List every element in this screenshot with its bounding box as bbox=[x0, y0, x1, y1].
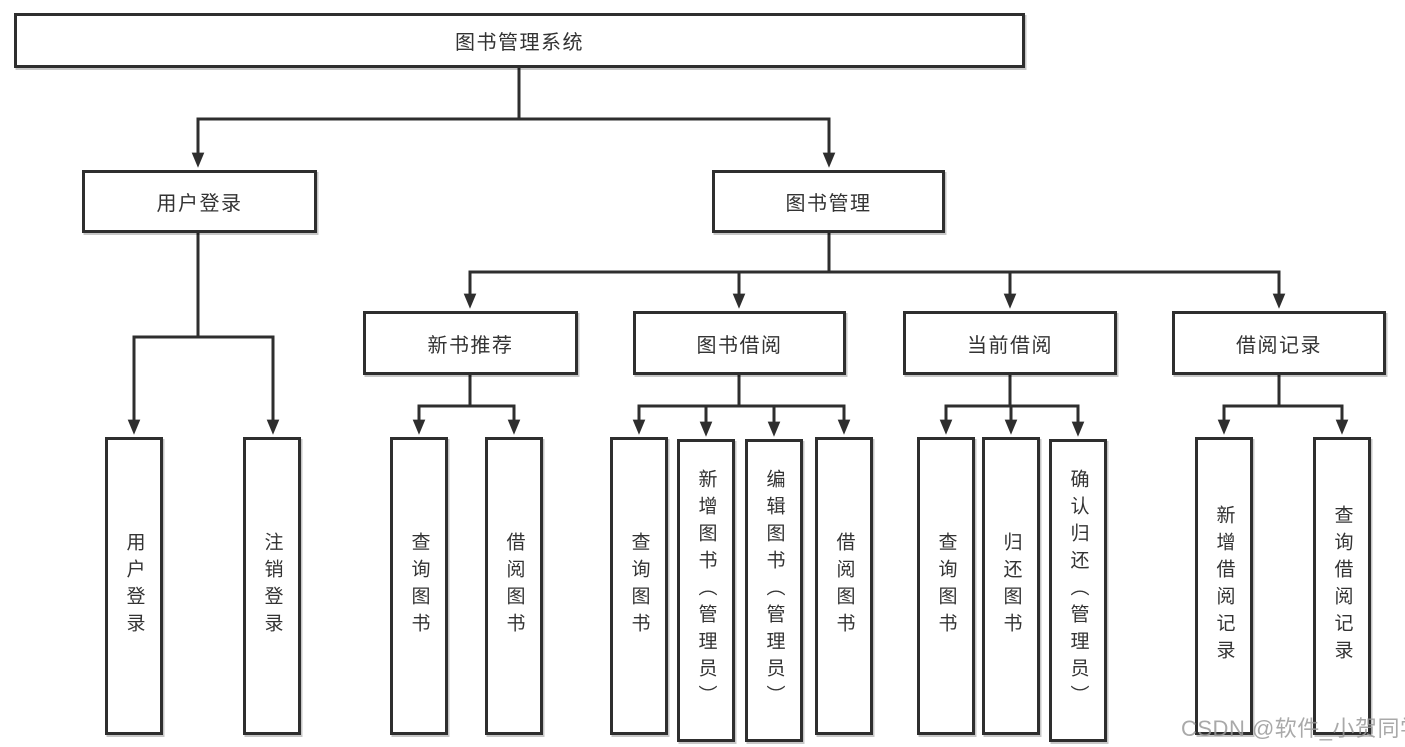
leaf-query-books-borrowing-label: 查询图书 bbox=[628, 532, 650, 640]
leaf-borrow-books-recommend: 借阅图书 bbox=[485, 437, 543, 735]
leaf-confirm-return-admin: 确认归还（管理员） bbox=[1049, 439, 1107, 742]
node-book-borrowing: 图书借阅 bbox=[633, 311, 846, 375]
leaf-add-book-admin: 新增图书（管理员） bbox=[677, 439, 735, 742]
leaf-add-borrow-record: 新增借阅记录 bbox=[1195, 437, 1253, 735]
leaf-logout: 注销登录 bbox=[243, 437, 301, 735]
leaf-borrow-books-recommend-label: 借阅图书 bbox=[503, 532, 525, 640]
leaf-edit-book-admin-label: 编辑图书（管理员） bbox=[763, 469, 785, 712]
leaf-query-books-current: 查询图书 bbox=[917, 437, 975, 735]
node-user-login: 用户登录 bbox=[82, 170, 317, 233]
watermark: CSDN @软件_小贺同学 bbox=[1181, 716, 1405, 741]
leaf-edit-book-admin: 编辑图书（管理员） bbox=[745, 439, 803, 742]
node-current-borrowing: 当前借阅 bbox=[903, 311, 1117, 375]
node-borrowing-records: 借阅记录 bbox=[1172, 311, 1386, 375]
leaf-borrow-books-borrowing-label: 借阅图书 bbox=[833, 532, 855, 640]
leaf-user-login: 用户登录 bbox=[105, 437, 163, 735]
leaf-add-borrow-record-label: 新增借阅记录 bbox=[1213, 505, 1235, 667]
leaf-confirm-return-admin-label: 确认归还（管理员） bbox=[1067, 469, 1089, 712]
leaf-add-book-admin-label: 新增图书（管理员） bbox=[695, 469, 717, 712]
leaf-return-books: 归还图书 bbox=[982, 437, 1040, 735]
node-library-management-system: 图书管理系统 bbox=[14, 13, 1025, 68]
leaf-logout-label: 注销登录 bbox=[261, 532, 283, 640]
node-new-book-recommendation: 新书推荐 bbox=[363, 311, 578, 375]
node-book-management: 图书管理 bbox=[712, 170, 945, 233]
leaf-query-books-recommend: 查询图书 bbox=[390, 437, 448, 735]
leaf-borrow-books-borrowing: 借阅图书 bbox=[815, 437, 873, 735]
leaf-return-books-label: 归还图书 bbox=[1000, 532, 1022, 640]
leaf-user-login-label: 用户登录 bbox=[123, 532, 145, 640]
leaf-query-books-current-label: 查询图书 bbox=[935, 532, 957, 640]
leaf-query-books-recommend-label: 查询图书 bbox=[408, 532, 430, 640]
leaf-query-borrow-record: 查询借阅记录 bbox=[1313, 437, 1371, 735]
leaf-query-books-borrowing: 查询图书 bbox=[610, 437, 668, 735]
leaf-query-borrow-record-label: 查询借阅记录 bbox=[1331, 505, 1353, 667]
